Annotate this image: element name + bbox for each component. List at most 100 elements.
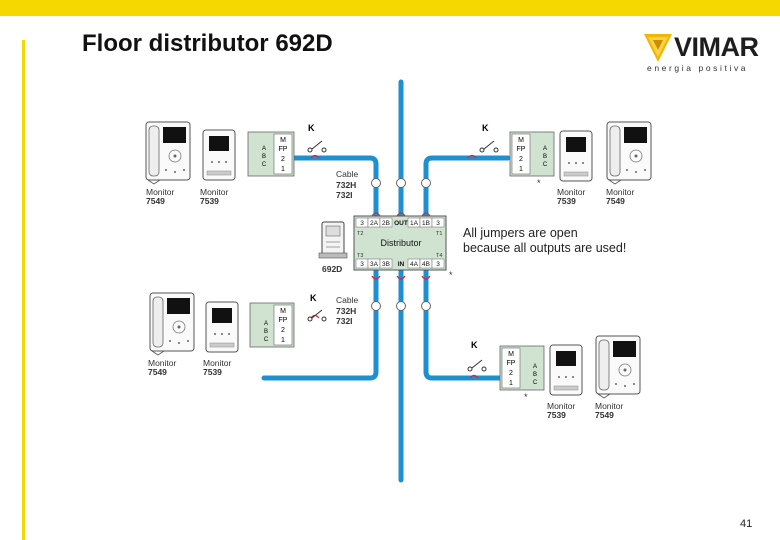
svg-text:4B: 4B — [422, 261, 430, 268]
monitor-label: Monitor — [148, 358, 177, 368]
monitor-label: Monitor — [547, 401, 576, 411]
svg-text:T4: T4 — [436, 253, 442, 259]
switch-label: K — [471, 340, 478, 350]
cable-model: 732I — [336, 190, 353, 200]
page-number: 41 — [740, 518, 753, 530]
svg-text:C: C — [533, 380, 538, 386]
cable-network — [261, 79, 511, 483]
svg-text:2: 2 — [281, 156, 285, 163]
svg-text:B: B — [543, 154, 547, 160]
monitor-7539-icon — [205, 301, 239, 353]
left-accent-line — [22, 40, 25, 540]
in-label: IN — [398, 261, 405, 268]
svg-text:M: M — [508, 351, 514, 358]
svg-text:2B: 2B — [382, 220, 390, 227]
svg-text:T3: T3 — [357, 253, 363, 259]
asterisk-mark: * — [524, 392, 528, 402]
top-accent-bar — [0, 0, 780, 16]
monitor-model: 7539 — [557, 196, 576, 206]
monitor-7539-icon — [202, 129, 236, 181]
svg-text:1: 1 — [509, 380, 513, 387]
jumper-note-line2: because all outputs are used! — [463, 241, 627, 255]
monitor-model: 7539 — [547, 410, 566, 420]
svg-text:3: 3 — [360, 261, 364, 268]
terminal-block: M FP 2 1 A B C — [499, 345, 545, 391]
page-title: Floor distributor 692D — [82, 30, 333, 57]
monitor-label: Monitor — [606, 187, 635, 197]
logo-wordmark: VIMAR — [674, 32, 759, 62]
svg-text:FP: FP — [507, 360, 516, 367]
vimar-logo-mark — [644, 34, 672, 62]
cable-model: 732H — [336, 306, 356, 316]
svg-text:B: B — [533, 372, 537, 378]
monitor-label: Monitor — [200, 187, 229, 197]
monitor-label: Monitor — [595, 401, 624, 411]
svg-text:A: A — [533, 364, 537, 370]
svg-text:A: A — [543, 146, 547, 152]
upper-right-group: K M FP 2 1 A B C * Monitor 7539 Monitor … — [479, 121, 652, 206]
svg-text:4A: 4A — [410, 261, 419, 268]
svg-text:A: A — [262, 146, 266, 152]
monitor-model: 7549 — [595, 410, 614, 420]
switch-k-icon — [467, 359, 487, 372]
svg-text:3B: 3B — [382, 261, 390, 268]
svg-text:C: C — [543, 162, 548, 168]
monitor-7549-icon — [149, 292, 195, 356]
monitor-7549-icon — [145, 121, 191, 185]
svg-text:1: 1 — [281, 166, 285, 173]
svg-text:2A: 2A — [370, 220, 379, 227]
svg-text:C: C — [264, 337, 269, 343]
lower-left-group: M FP 2 1 A B C K Cable 732H 732I Monitor… — [148, 292, 358, 377]
asterisk-mark: * — [449, 270, 453, 280]
svg-text:3: 3 — [436, 261, 440, 268]
cable-model: 732I — [336, 316, 353, 326]
svg-text:FP: FP — [279, 146, 288, 153]
switch-label: K — [310, 293, 317, 303]
svg-text:FP: FP — [517, 146, 526, 153]
jumper-note-line1: All jumpers are open — [463, 226, 578, 240]
monitor-model: 7549 — [148, 367, 167, 377]
monitor-label: Monitor — [557, 187, 586, 197]
monitor-7539-icon — [559, 130, 593, 182]
svg-text:1A: 1A — [410, 220, 419, 227]
terminal-block: M FP 2 1 A B C — [509, 131, 555, 177]
switch-k-icon — [479, 140, 499, 153]
svg-text:3: 3 — [360, 220, 364, 227]
svg-text:M: M — [280, 137, 286, 144]
svg-text:B: B — [264, 329, 268, 335]
monitor-model: 7549 — [146, 196, 165, 206]
svg-text:FP: FP — [279, 317, 288, 324]
switch-label: K — [308, 123, 315, 133]
monitor-7539-icon — [549, 344, 583, 396]
distributor-model: 692D — [322, 264, 342, 274]
monitor-label: Monitor — [146, 187, 175, 197]
svg-text:C: C — [262, 162, 267, 168]
svg-text:3: 3 — [436, 220, 440, 227]
svg-text:1: 1 — [281, 337, 285, 344]
monitor-model: 7549 — [606, 196, 625, 206]
distributor-top-terminals: 3 2A 2B 1A 1B 3 OUT — [355, 217, 445, 228]
svg-text:M: M — [518, 137, 524, 144]
switch-label: K — [482, 123, 489, 133]
distributor-bottom-terminals: 3 3A 3B 4A 4B 3 IN — [355, 258, 445, 269]
svg-text:T1: T1 — [436, 231, 442, 237]
svg-text:1B: 1B — [422, 220, 430, 227]
monitor-label: Monitor — [203, 358, 232, 368]
cable-label: Cable — [336, 295, 358, 305]
switch-k-icon — [307, 309, 327, 322]
distributor-name: Distributor — [380, 238, 421, 248]
svg-text:T2: T2 — [357, 231, 363, 237]
terminal-block: M FP 2 1 A B C — [247, 131, 295, 177]
cable-model: 732H — [336, 180, 356, 190]
terminal-block: M FP 2 1 A B C — [249, 302, 295, 348]
svg-text:2: 2 — [281, 327, 285, 334]
jumper-note: All jumpers are open because all outputs… — [463, 226, 626, 256]
lower-right-group: K M FP 2 1 A B C * Monitor 7539 Monitor … — [467, 335, 641, 420]
vimar-logo: VIMAR energia positiva — [644, 32, 764, 80]
monitor-model: 7539 — [203, 367, 222, 377]
distributor-692d: 692D 3 2A 2B 1A 1B 3 OUT T2 T1 Distribut… — [318, 215, 453, 280]
junction-rings — [371, 178, 431, 311]
svg-text:1: 1 — [519, 166, 523, 173]
out-label: OUT — [394, 220, 408, 227]
